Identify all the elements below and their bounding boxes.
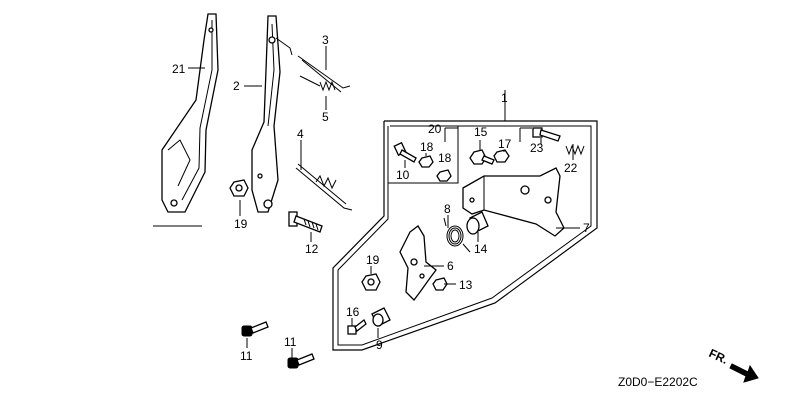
part-18-nut-a <box>418 155 434 168</box>
callout-2: 2 <box>233 79 240 93</box>
callout-10: 10 <box>396 168 410 182</box>
part-11-screw-a <box>241 321 269 337</box>
callout-1: 1 <box>501 91 508 105</box>
part-18-nut-b <box>436 169 452 182</box>
callout-19-inner: 19 <box>366 253 380 267</box>
diagram-code: Z0D0−E2202C <box>618 375 698 389</box>
part-21-lever-arm <box>153 13 219 227</box>
part-4-rod-spring <box>295 163 353 211</box>
callout-labels: 21 2 3 5 4 1 20 15 23 18 18 17 22 10 19 … <box>172 33 590 363</box>
front-direction-label: FR. <box>707 346 730 367</box>
leader-lines <box>188 46 580 358</box>
part-23-bolt <box>532 127 561 142</box>
part-12-bolt <box>288 211 323 233</box>
callout-12: 12 <box>305 242 319 256</box>
callout-8: 8 <box>444 202 451 216</box>
callout-7: 7 <box>583 221 590 235</box>
callout-19-left: 19 <box>234 217 248 231</box>
part-22-spring <box>565 144 585 156</box>
part-14-collar <box>466 211 489 235</box>
part-2-throttle-lever <box>251 15 293 213</box>
callout-22: 22 <box>564 161 578 175</box>
part-11-screw-b <box>287 353 315 369</box>
part-19-nut-left <box>229 179 249 197</box>
callout-13: 13 <box>459 278 473 292</box>
callout-21: 21 <box>172 62 186 76</box>
front-direction-indicator: FR. <box>707 346 759 383</box>
callout-4: 4 <box>297 127 304 141</box>
callout-18-a: 18 <box>420 140 434 154</box>
callout-14: 14 <box>474 242 488 256</box>
part-9-pin <box>371 307 391 327</box>
part-13-nut <box>432 277 448 291</box>
callout-9: 9 <box>376 338 383 352</box>
callout-3: 3 <box>322 33 329 47</box>
callout-16: 16 <box>346 305 360 319</box>
part-15-bolt <box>469 149 495 165</box>
part-8-spring-coil <box>443 217 471 253</box>
callout-15: 15 <box>474 125 488 139</box>
part-6-lever-plate <box>399 225 437 301</box>
part-19-nut-inner <box>361 273 381 291</box>
callout-5: 5 <box>322 110 329 124</box>
callout-17: 17 <box>498 137 512 151</box>
assembly-outline <box>332 120 598 351</box>
part-16-screw <box>347 319 367 335</box>
callout-18-b: 18 <box>438 151 452 165</box>
part-10-bolt <box>393 141 417 163</box>
part-5-spring <box>299 75 336 92</box>
callout-23: 23 <box>530 141 544 155</box>
front-arrow-icon <box>729 363 759 383</box>
part-17-nut <box>493 149 510 163</box>
callout-6: 6 <box>447 259 454 273</box>
callout-11-a: 11 <box>240 349 253 363</box>
part-3-rod <box>297 55 351 93</box>
callout-11-b: 11 <box>284 335 297 349</box>
callout-20: 20 <box>428 122 442 136</box>
